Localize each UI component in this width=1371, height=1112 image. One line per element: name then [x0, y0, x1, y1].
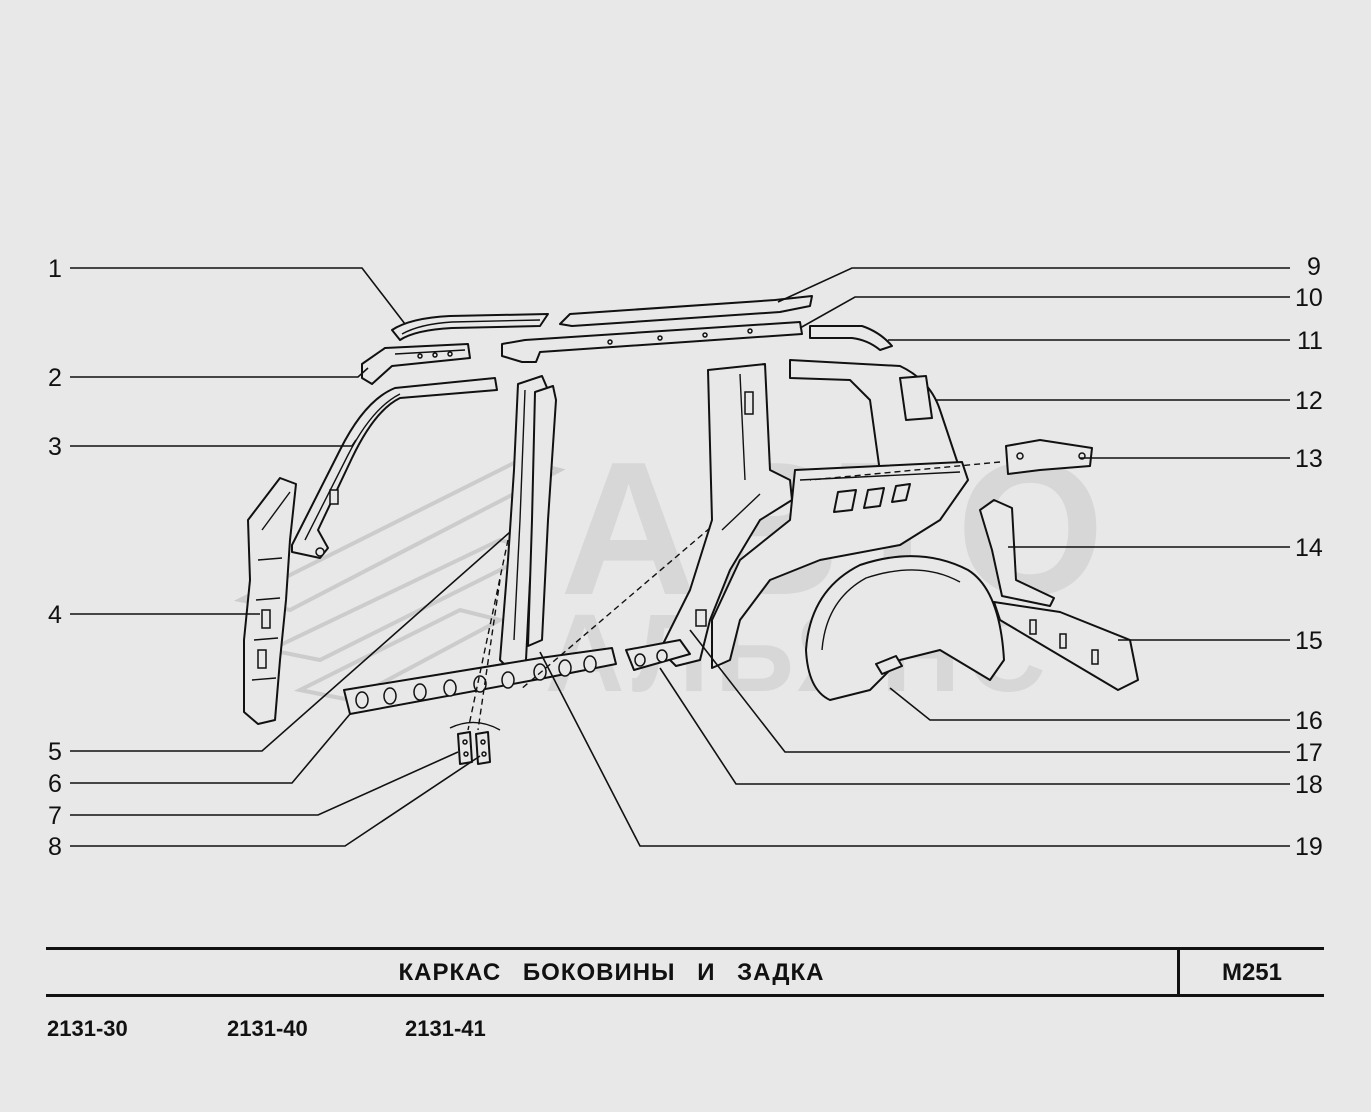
- part-13-bracket: [1005, 439, 1093, 475]
- callout-6: 6: [48, 770, 62, 798]
- part-12-rear-quarter-upper: [789, 359, 961, 473]
- assembly-lines: [467, 461, 1001, 731]
- callout-19: 19: [1295, 833, 1323, 861]
- callout-7: 7: [48, 802, 62, 830]
- callout-16: 16: [1295, 707, 1323, 735]
- part-5-center-pillar: [499, 375, 557, 669]
- callout-13: 13: [1295, 445, 1323, 473]
- callout-12: 12: [1295, 387, 1323, 415]
- callout-11: 11: [1297, 327, 1323, 355]
- part-4-front-pillar: [243, 477, 297, 725]
- part-9-roof-side-trim: [559, 295, 813, 327]
- callout-17: 17: [1295, 739, 1323, 767]
- part-3-windshield-pillar: [291, 377, 498, 559]
- callout-1: 1: [48, 255, 62, 283]
- part-8-bracket: [475, 731, 491, 765]
- title-divider: [1177, 950, 1180, 994]
- part-1-roof-front-trim: [391, 313, 549, 341]
- callout-2: 2: [48, 364, 62, 392]
- callout-4: 4: [48, 601, 62, 629]
- leader-lines-left: [70, 267, 511, 847]
- part-17-rear-quarter-lower: [659, 363, 793, 667]
- callout-18: 18: [1295, 771, 1323, 799]
- part-19-wheelhouse-outer: [711, 461, 969, 669]
- title-bar: КАРКАС БОКОВИНЫ И ЗАДКА М251: [46, 947, 1324, 997]
- part-7-bracket: [457, 731, 473, 765]
- callout-3: 3: [48, 433, 62, 461]
- model-2131-41: 2131-41: [405, 1016, 486, 1041]
- callout-9: 9: [1307, 253, 1321, 281]
- model-2131-40: 2131-40: [227, 1016, 308, 1041]
- part-18-rear-sill-end: [625, 639, 691, 671]
- part-2-roof-front-rail: [361, 343, 471, 385]
- callout-15: 15: [1295, 627, 1323, 655]
- part-11-roof-rear-trim: [809, 325, 893, 351]
- part-15-rear-floor-member: [993, 601, 1139, 691]
- page-title: КАРКАС БОКОВИНЫ И ЗАДКА: [398, 959, 825, 986]
- model-2131-30: 2131-30: [47, 1016, 128, 1041]
- leader-lines-right: [539, 267, 1290, 847]
- part-16-wheel-arch: [805, 555, 1005, 701]
- bracket-arc: [449, 721, 501, 731]
- page-code: М251: [1221, 959, 1283, 986]
- callout-5: 5: [48, 738, 62, 766]
- callout-14: 14: [1295, 534, 1323, 562]
- callout-8: 8: [48, 833, 62, 861]
- callout-10: 10: [1295, 284, 1323, 312]
- part-6-sill: [343, 647, 617, 715]
- part-14-rear-reinforcement: [979, 499, 1055, 607]
- part-10-roof-side-rail: [501, 321, 803, 363]
